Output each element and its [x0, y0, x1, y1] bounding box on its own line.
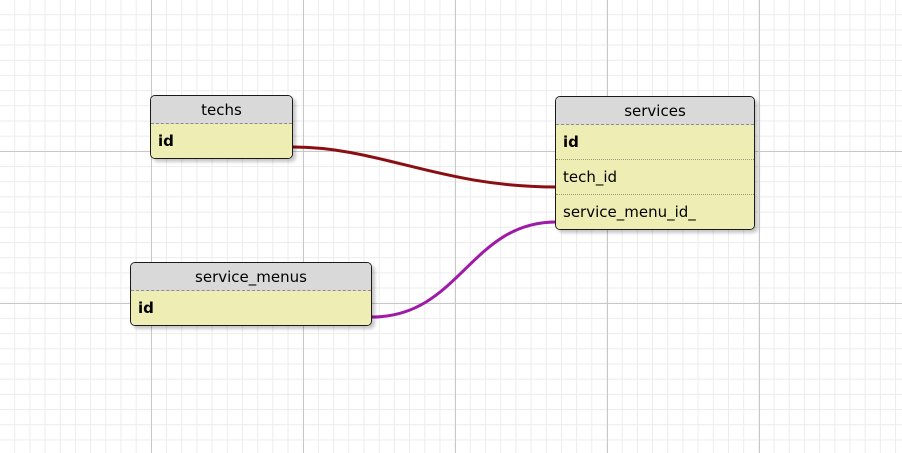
- entity-field-services-tech_id[interactable]: tech_id: [556, 160, 754, 195]
- entity-field-service_menus-id[interactable]: id: [131, 291, 371, 325]
- entity-field-services-service_menu_id_[interactable]: service_menu_id_: [556, 195, 754, 229]
- entity-title-service_menus: service_menus: [131, 263, 371, 291]
- entity-field-techs-id[interactable]: id: [151, 124, 292, 158]
- entity-title-techs: techs: [151, 96, 292, 124]
- relationship-edge-service_menus-services[interactable]: [370, 220, 558, 319]
- relationship-edge-techs-services[interactable]: [291, 145, 558, 189]
- entity-title-services: services: [556, 97, 754, 125]
- entity-field-services-id[interactable]: id: [556, 125, 754, 160]
